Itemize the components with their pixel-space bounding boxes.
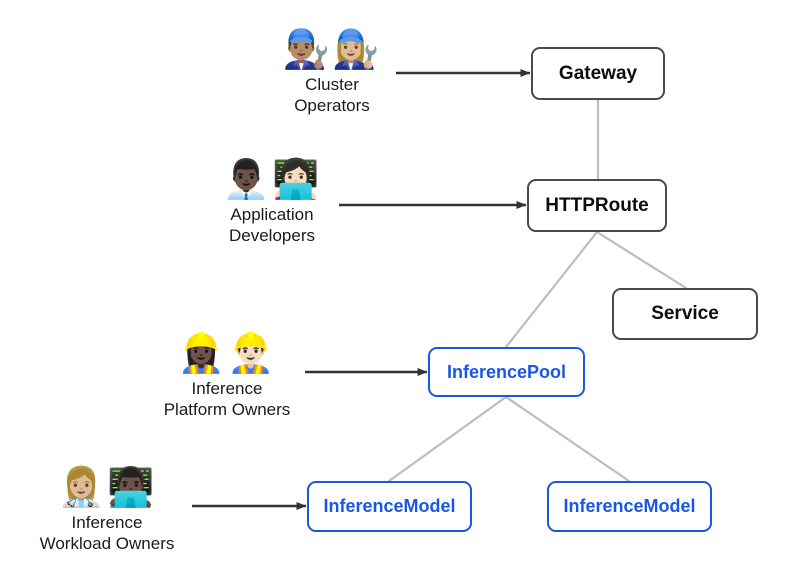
persona-label-cluster-operators: Cluster Operators xyxy=(294,74,370,116)
persona-label-inference-platform-owners: Inference Platform Owners xyxy=(164,378,291,420)
persona-label-line1: Inference xyxy=(191,379,263,398)
edge-inferencepool-inferencemodel-1 xyxy=(387,395,508,483)
edge-inferencepool-inferencemodel-2 xyxy=(504,395,631,483)
node-httproute[interactable]: HTTPRoute xyxy=(527,179,667,232)
persona-label-line1: Inference xyxy=(71,513,143,532)
inference-platform-owners-icon: 👷🏿‍♀️👷🏻‍♂️ xyxy=(177,333,277,375)
persona-application-developers: 👨🏿‍💼👩🏻‍💻 Application Developers xyxy=(172,158,372,246)
node-gateway[interactable]: Gateway xyxy=(531,47,665,100)
node-inferencepool[interactable]: InferencePool xyxy=(428,347,585,397)
application-developers-icon: 👨🏿‍💼👩🏻‍💻 xyxy=(222,159,322,201)
persona-label-line2: Developers xyxy=(229,226,315,245)
persona-label-line1: Application xyxy=(230,205,314,224)
persona-inference-platform-owners: 👷🏿‍♀️👷🏻‍♂️ Inference Platform Owners xyxy=(127,332,327,420)
persona-label-line1: Cluster xyxy=(305,75,359,94)
edge-httproute-inferencepool xyxy=(504,230,599,349)
cluster-operators-icon: 👨🏽‍🔧👩🏼‍🔧 xyxy=(282,29,382,71)
edge-httproute-service xyxy=(595,230,688,290)
persona-inference-workload-owners: 👩🏼‍⚕️👨🏿‍💻 Inference Workload Owners xyxy=(7,466,207,554)
node-inferencemodel-2[interactable]: InferenceModel xyxy=(547,481,712,532)
persona-label-line2: Platform Owners xyxy=(163,400,291,419)
persona-label-line2: Workload Owners xyxy=(39,534,175,553)
node-service[interactable]: Service xyxy=(612,288,758,340)
persona-cluster-operators: 👨🏽‍🔧👩🏼‍🔧 Cluster Operators xyxy=(232,28,432,116)
node-inferencemodel-1[interactable]: InferenceModel xyxy=(307,481,472,532)
persona-label-line2: Operators xyxy=(294,96,370,115)
persona-label-application-developers: Application Developers xyxy=(229,204,315,246)
inference-workload-owners-icon: 👩🏼‍⚕️👨🏿‍💻 xyxy=(57,467,157,509)
persona-label-inference-workload-owners: Inference Workload Owners xyxy=(40,512,175,554)
